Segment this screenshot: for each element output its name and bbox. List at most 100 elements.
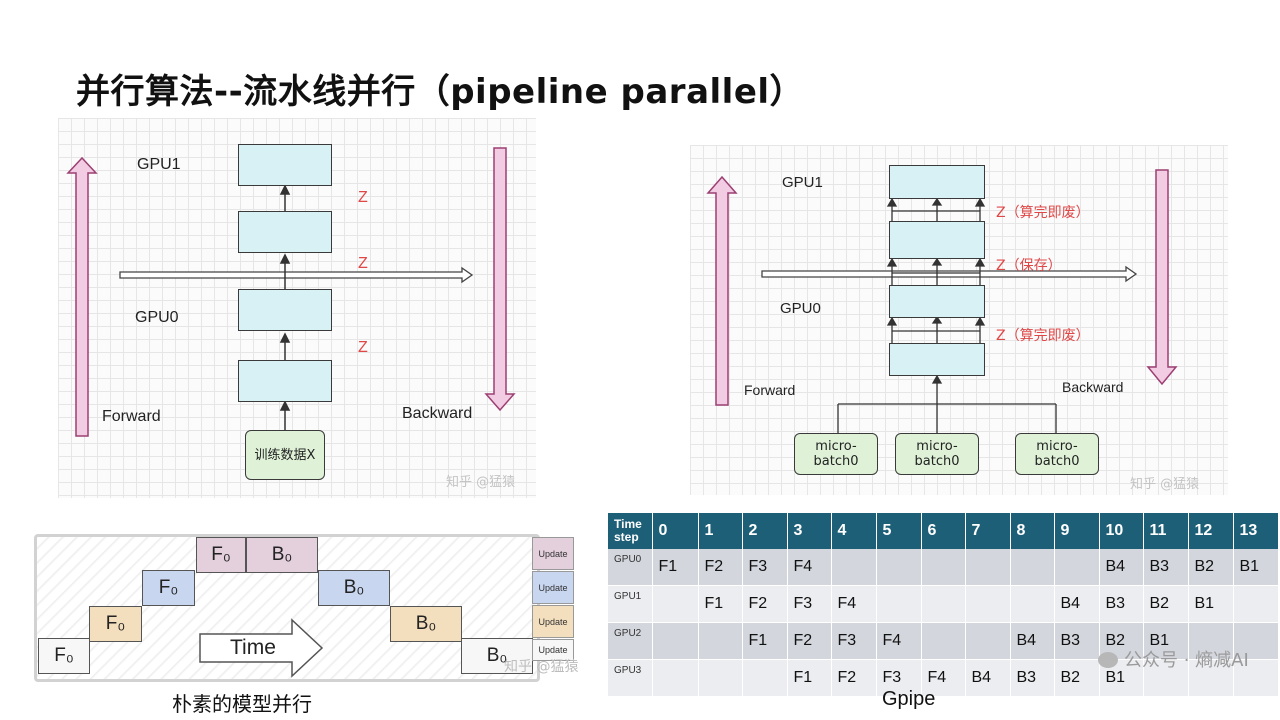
header-step: 0	[652, 513, 699, 549]
table-cell	[921, 549, 966, 586]
layer-box-2	[889, 285, 985, 318]
table-cell: F1	[652, 549, 699, 586]
update-cell: Update	[532, 571, 574, 604]
gpu0-label: GPU0	[780, 300, 821, 317]
table-cell: F4	[787, 549, 832, 586]
step-f0-gpu3: F₀	[38, 638, 90, 674]
table-cell: F2	[742, 585, 788, 623]
watermark: 知乎 @猛猿	[446, 475, 516, 490]
header-step: 5	[876, 513, 922, 549]
table-cell: B1	[1233, 549, 1279, 586]
left-diagram-arrows	[66, 147, 516, 437]
table-cell: F4	[921, 659, 966, 697]
step-f0-gpu1: F₀	[142, 570, 195, 606]
table-cell	[742, 659, 788, 697]
header-step: 12	[1188, 513, 1234, 549]
table-cell: B3	[1099, 585, 1144, 623]
layer-box-1	[889, 343, 985, 376]
table-cell: B3	[1143, 549, 1189, 586]
z-label: Z（保存）	[996, 258, 1062, 274]
table-cell	[1233, 585, 1279, 623]
table-cell: B1	[1099, 659, 1144, 697]
step-b0-gpu0: B₀	[246, 537, 318, 573]
layer-box-3	[889, 221, 985, 259]
layer-box-4	[238, 144, 332, 186]
header-step: 13	[1233, 513, 1279, 549]
step-b0-gpu1: B₀	[318, 570, 390, 606]
wechat-icon	[1098, 652, 1118, 668]
step-f0-gpu0: F₀	[196, 537, 246, 573]
table-cell: F3	[831, 622, 877, 660]
table-cell	[921, 622, 966, 660]
table-cell	[965, 622, 1011, 660]
table-cell: B1	[1143, 622, 1189, 660]
table-cell: B4	[1010, 622, 1055, 660]
table-cell: B2	[1143, 585, 1189, 623]
update-cell: Update	[532, 537, 574, 570]
table-cell: F3	[787, 585, 832, 623]
gpipe-caption: Gpipe	[882, 688, 936, 710]
layer-box-4	[889, 165, 985, 199]
table-cell	[1054, 549, 1100, 586]
header-step: 1	[698, 513, 743, 549]
step-f0-gpu2: F₀	[89, 606, 142, 642]
update-cell: Update	[532, 639, 574, 661]
naive-caption: 朴素的模型并行	[172, 694, 312, 716]
page-title: 并行算法--流水线并行（pipeline parallel）	[76, 72, 805, 112]
table-cell	[876, 585, 922, 623]
table-cell	[652, 585, 699, 623]
table-cell: B2	[1188, 549, 1234, 586]
table-cell	[698, 659, 743, 697]
table-cell: F1	[698, 585, 743, 623]
table-cell	[965, 549, 1011, 586]
update-cell: Update	[532, 605, 574, 638]
table-cell	[1010, 549, 1055, 586]
table-cell: F2	[831, 659, 877, 697]
gpu-cell: GPU3	[608, 659, 653, 697]
table-cell: B4	[1054, 585, 1100, 623]
micro-batch-box: micro- batch0	[794, 433, 878, 475]
time-label: Time	[230, 636, 276, 659]
table-cell: F1	[787, 659, 832, 697]
table-cell: B1	[1188, 585, 1234, 623]
layer-box-3	[238, 211, 332, 253]
z-label: Z（算完即废）	[996, 205, 1090, 221]
table-cell: B2	[1054, 659, 1100, 697]
table-cell: F4	[876, 622, 922, 660]
gpu1-label: GPU1	[137, 156, 181, 173]
table-cell: F2	[698, 549, 743, 586]
z-label: Z	[358, 339, 368, 356]
header-time-step: Time step	[608, 513, 653, 549]
gpu1-label: GPU1	[782, 174, 823, 191]
table-cell	[1188, 659, 1234, 697]
table-cell	[1010, 585, 1055, 623]
gpu-cell: GPU2	[608, 622, 653, 660]
table-cell	[698, 622, 743, 660]
table-row: GPU0 F1 F2 F3 F4 B4 B3 B2 B1	[608, 549, 1279, 586]
header-step: 4	[831, 513, 877, 549]
gpu0-label: GPU0	[135, 309, 179, 326]
table-cell	[831, 549, 877, 586]
header-step: 8	[1010, 513, 1055, 549]
table-cell: F3	[742, 549, 788, 586]
table-row: GPU1 F1 F2 F3 F4 B4 B3 B2 B1	[608, 585, 1279, 623]
table-cell: B4	[1099, 549, 1144, 586]
table-cell	[921, 585, 966, 623]
table-cell	[1143, 659, 1189, 697]
table-cell: B3	[1010, 659, 1055, 697]
gpu-cell: GPU0	[608, 549, 653, 586]
z-label: Z（算完即废）	[996, 328, 1090, 344]
header-step: 11	[1143, 513, 1189, 549]
header-step: 7	[965, 513, 1011, 549]
header-step: 6	[921, 513, 966, 549]
watermark: 知乎 @猛猿	[504, 659, 579, 675]
table-header-row: Time step 0 1 2 3 4 5 6 7 8 9 10 11 12 1…	[608, 513, 1279, 549]
forward-label: Forward	[102, 408, 161, 425]
layer-box-2	[238, 289, 332, 331]
backward-label: Backward	[402, 405, 473, 422]
table-row: GPU3 F1 F2 F3 F4 B4 B3 B2 B1	[608, 659, 1279, 697]
micro-batch-box: micro- batch0	[1015, 433, 1099, 475]
watermark: 知乎 @猛猿	[1130, 477, 1200, 492]
table-cell	[1233, 659, 1279, 697]
layer-box-1	[238, 360, 332, 402]
